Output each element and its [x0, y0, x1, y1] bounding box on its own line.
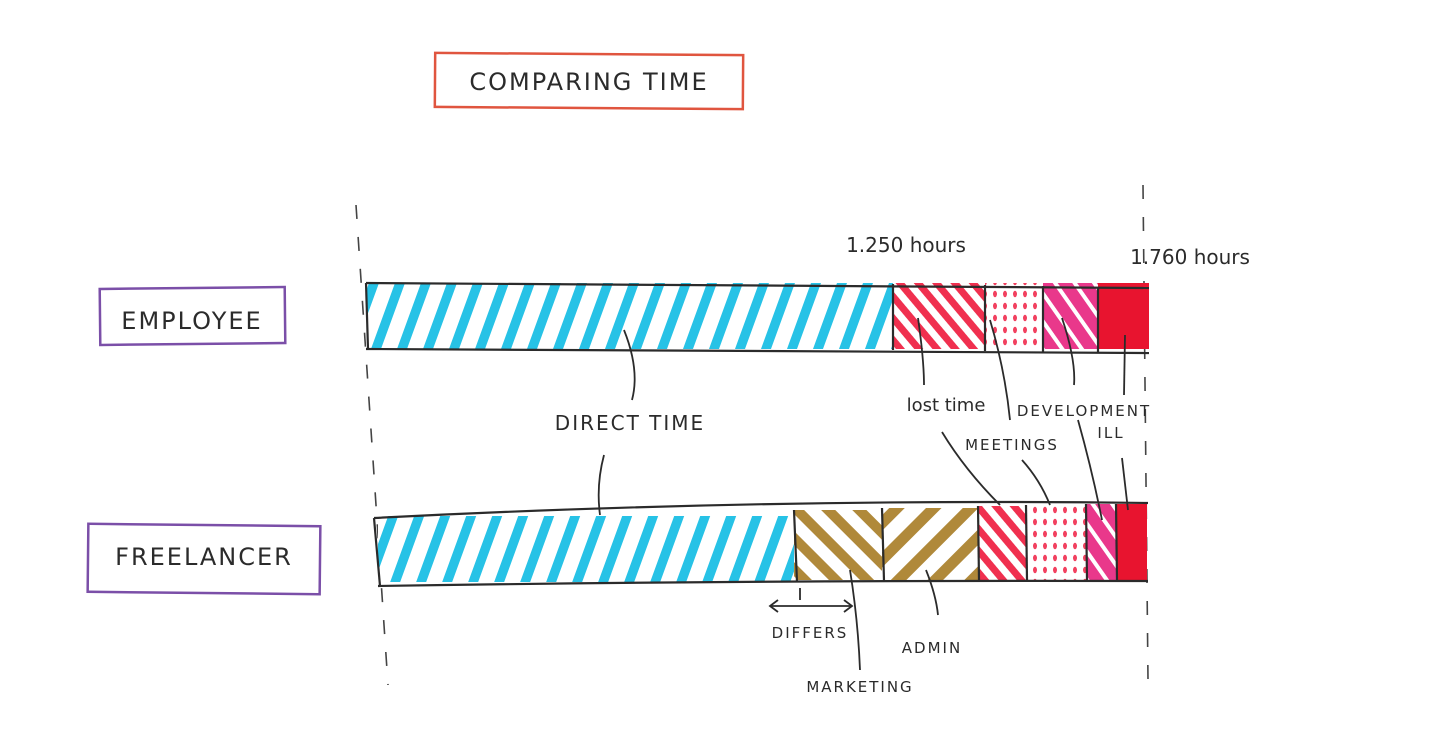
leader-admin	[925, 569, 939, 616]
leader-marketing	[849, 569, 861, 671]
annotation-differs: DIFFERS	[772, 624, 849, 642]
employee-segment-meetings	[985, 283, 1043, 349]
annotation-lost-time: lost time	[907, 395, 986, 416]
marker-mid-label: 1.250 hours	[846, 233, 966, 257]
title-box: COMPARING TIME	[433, 51, 745, 111]
leader-lost-time-employee	[917, 317, 925, 386]
leader-direct-time-employee	[623, 329, 636, 401]
guide-lines	[355, 184, 1149, 686]
leader-development-employee	[1061, 317, 1076, 386]
leader-lost-time-freelancer	[941, 431, 1001, 506]
employee-segment-ill	[1098, 283, 1149, 349]
leader-development-freelancer	[1077, 419, 1103, 521]
freelancer-segment-admin	[882, 508, 978, 580]
leader-meetings-freelancer	[1021, 459, 1051, 506]
annotation-meetings: MEETINGS	[965, 436, 1059, 454]
annotation-admin: ADMIN	[902, 639, 962, 657]
freelancer-label-box: FREELANCER	[86, 522, 322, 596]
freelancer-segment-meetings	[1026, 505, 1086, 580]
freelancer-segment-marketing	[794, 510, 882, 580]
left-guide-line	[355, 204, 389, 686]
annotation-development: DEVELOPMENT	[1017, 402, 1151, 420]
employee-label: EMPLOYEE	[121, 307, 262, 335]
employee-segment-direct-time	[366, 283, 893, 349]
freelancer-segment-lost-time	[978, 506, 1026, 580]
leader-ill-freelancer	[1121, 457, 1129, 511]
annotation-direct-time: DIRECT TIME	[555, 411, 705, 435]
differs-arrow-right	[843, 599, 854, 613]
leader-meetings-employee	[989, 319, 1011, 421]
employee-bar	[364, 281, 1150, 355]
marker-end-label: 1.760 hours	[1130, 245, 1250, 269]
employee-label-box: EMPLOYEE	[98, 285, 287, 347]
employee-segment-development	[1043, 283, 1098, 349]
freelancer-segment-direct-time	[378, 516, 794, 582]
employee-segment-lost-time	[893, 283, 985, 349]
diagram-title: COMPARING TIME	[469, 68, 708, 96]
leader-direct-time-freelancer	[597, 454, 605, 516]
freelancer-label: FREELANCER	[115, 543, 293, 571]
freelancer-segment-ill	[1116, 504, 1147, 580]
differs-arrow-left	[768, 599, 779, 613]
freelancer-bar	[372, 500, 1149, 588]
leader-ill-employee	[1123, 334, 1126, 396]
leader-lines	[597, 317, 1129, 671]
annotation-marketing: MARKETING	[806, 678, 913, 696]
annotation-ill: ILL	[1097, 424, 1124, 442]
